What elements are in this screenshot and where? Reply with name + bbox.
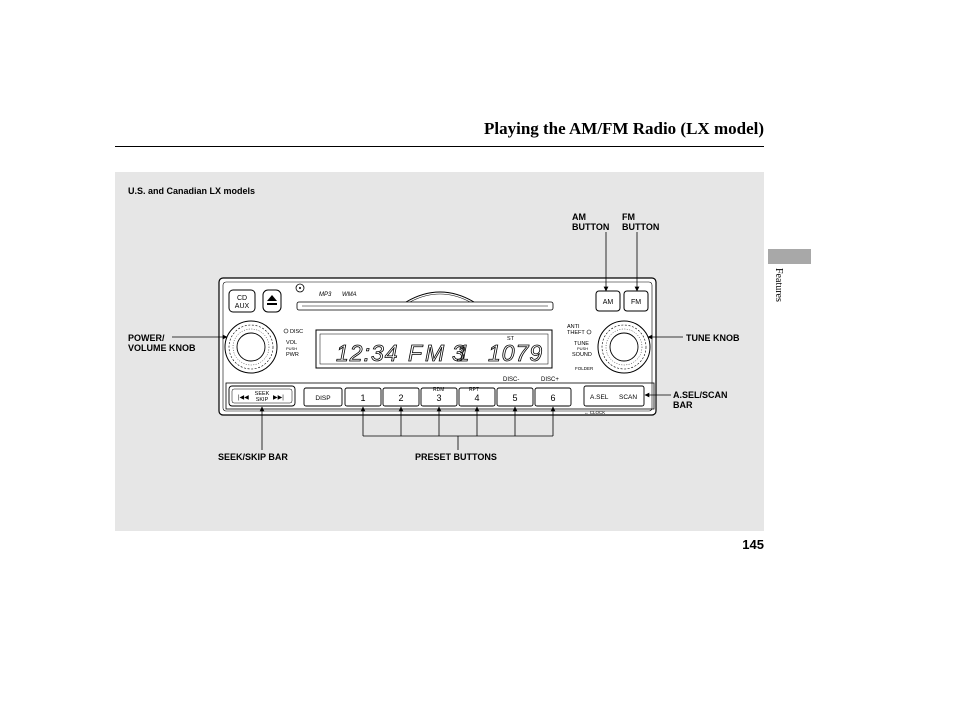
svg-text:DISC+: DISC+ — [541, 377, 559, 383]
svg-text:RDM: RDM — [433, 387, 444, 393]
page-title: Playing the AM/FM Radio (LX model) — [483, 119, 764, 138]
preset-button-5: 5 — [496, 387, 534, 407]
svg-text:AM: AM — [603, 299, 614, 306]
svg-text:DISC-: DISC- — [503, 377, 519, 383]
section-tab — [768, 249, 811, 264]
svg-text:SCAN: SCAN — [619, 394, 637, 401]
svg-text:12:34: 12:34 — [336, 340, 399, 366]
svg-text:SEEK: SEEK — [255, 391, 270, 397]
seek-skip-bar — [228, 385, 296, 407]
preset-button-2: 2 — [382, 387, 420, 407]
page-number: 145 — [742, 537, 764, 552]
svg-text:ANTI: ANTI — [567, 324, 580, 330]
svg-text:DISP: DISP — [315, 395, 330, 402]
svg-text:SKIP: SKIP — [256, 397, 269, 403]
svg-text:AUX: AUX — [235, 303, 250, 310]
preset-callout: PRESET BUTTONS — [415, 452, 497, 462]
preset-bracket — [360, 406, 556, 450]
preset-button-6: 6 — [534, 387, 572, 407]
section-label: Features — [773, 268, 784, 302]
svg-text:3: 3 — [452, 340, 465, 366]
seek-back-icon: |◀◀ — [238, 395, 249, 401]
disp-button — [303, 387, 343, 407]
power-volume-knob — [224, 320, 278, 374]
svg-text:TUNE: TUNE — [574, 341, 589, 347]
eject-icon — [267, 295, 277, 301]
svg-text:PUSH: PUSH — [286, 346, 297, 351]
svg-text:RPT: RPT — [469, 387, 479, 393]
svg-text:CD: CD — [237, 295, 247, 302]
svg-text:3: 3 — [436, 393, 441, 403]
svg-text:ST: ST — [507, 336, 515, 342]
svg-text:FM 1: FM 1 — [408, 340, 472, 366]
svg-text:2: 2 — [398, 393, 403, 403]
preset-button-3: 3 — [420, 387, 458, 407]
svg-text:PUSH: PUSH — [577, 346, 588, 351]
svg-text:MP3: MP3 — [319, 292, 332, 298]
svg-text:1: 1 — [360, 393, 365, 403]
title-rule — [115, 146, 764, 147]
tune-knob — [597, 320, 651, 374]
power-callout: POWER/VOLUME KNOB — [128, 333, 196, 353]
svg-text:SOUND: SOUND — [572, 352, 592, 358]
svg-text:FOLDER: FOLDER — [575, 366, 594, 371]
seek-forward-icon: ▶▶| — [273, 395, 284, 401]
cd-slot-bump — [405, 291, 475, 303]
svg-text:5: 5 — [512, 393, 517, 403]
asel-scan-bar — [583, 385, 645, 407]
svg-text:VOL: VOL — [286, 340, 297, 346]
tune-callout: TUNE KNOB — [686, 333, 740, 343]
seek-callout: SEEK/SKIP BAR — [218, 452, 288, 462]
svg-text:6: 6 — [550, 393, 555, 403]
disc-logo-icon — [295, 283, 305, 293]
preset-button-4: 4 — [458, 387, 496, 407]
svg-text:PWR: PWR — [286, 352, 299, 358]
svg-text:A.SEL: A.SEL — [590, 394, 609, 401]
svg-text:4: 4 — [474, 393, 479, 403]
svg-text:THEFT: THEFT — [567, 330, 585, 336]
preset-button-1: 1 — [344, 387, 382, 407]
svg-text:WMA: WMA — [342, 292, 357, 298]
svg-text:DISC: DISC — [290, 329, 303, 335]
lcd-display — [315, 329, 553, 369]
svg-text:FM: FM — [631, 299, 641, 306]
cd-aux-button — [228, 289, 256, 313]
svg-text:1079: 1079 — [488, 340, 543, 366]
figure-caption: U.S. and Canadian LX models — [128, 186, 256, 196]
clock-label: ↔ CLOCK — [584, 410, 605, 415]
